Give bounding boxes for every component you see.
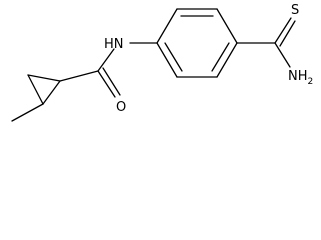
bond-bz-4 [216,42,238,78]
bond-bz-1 [156,8,178,44]
bond-c-to-nh2 [274,42,291,68]
bond-bz-inner-2 [211,42,230,72]
cyclopropane-ring [27,74,61,105]
molecule-drawing: HN O S NH2 [11,3,313,122]
atom-label-thio-n: NH2 [288,69,313,87]
atom-label-thio-s: S [291,3,299,18]
bond-cs-1 [274,17,292,44]
bond-ring-to-carbonyl [59,70,99,82]
structure-diagram: HN O S NH2 [11,3,313,122]
thiocarbonyl-double-bond [274,17,296,47]
bond-co-1 [97,70,116,98]
bond-bz-inner-3 [164,42,183,72]
bond-ring-3 [42,80,61,105]
bond-cs-2 [279,20,296,47]
bond-co-2 [102,67,121,96]
bond-bz-6 [156,42,178,78]
atom-label-amide-o: O [116,100,126,115]
carbonyl-double-bond [97,67,121,98]
benzene-ring [156,8,238,78]
bond-bz-3 [216,8,238,44]
bond-ring-2 [27,74,44,105]
atom-label-thio-n-sub: 2 [308,77,314,87]
bond-methyl [11,103,44,122]
atom-label-amide-n: HN [104,37,124,52]
bond-carbonyl-to-n [97,48,115,72]
bond-ring-1 [27,74,61,82]
atom-label-thio-n-text: NH [288,69,308,84]
